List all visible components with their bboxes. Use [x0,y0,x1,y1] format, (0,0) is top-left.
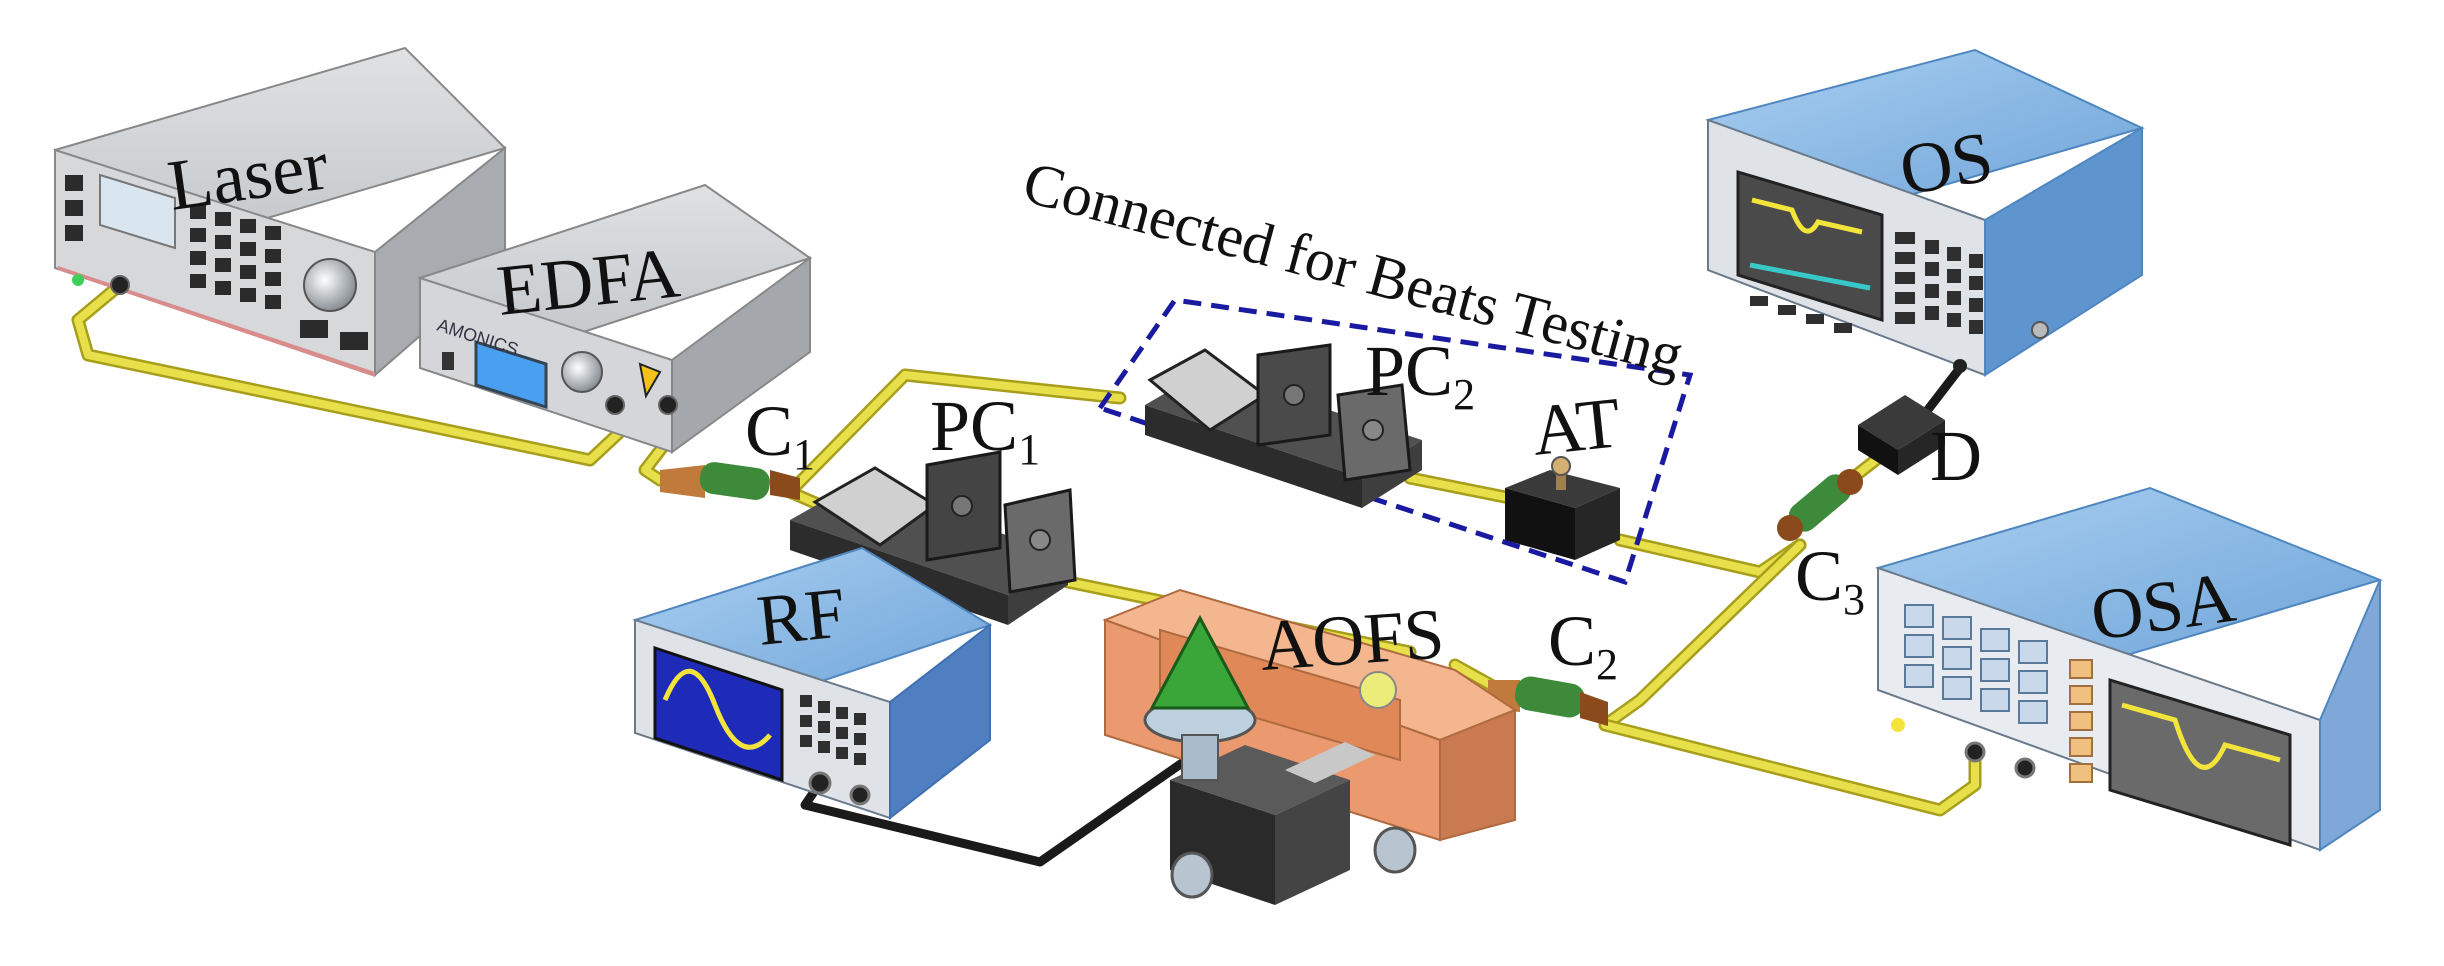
osa-label: OSA [2086,557,2240,656]
osa-input-port-icon [1964,741,1986,763]
os-trace-yellow-icon [1751,197,1863,235]
edfa-output-port-icon [658,395,678,415]
osa-key-grid-icon [1904,604,2048,724]
coupler-c1 [660,462,800,500]
rf-label: RF [753,572,849,661]
aofs-transducer-cone-icon [1149,614,1251,710]
attenuator-at: AT [1505,382,1624,560]
edfa-knob-icon [561,351,603,393]
c3-label: C3 [1795,536,1865,624]
rf-output-port-icon [808,771,832,795]
c2-label: C2 [1548,601,1618,689]
laser-output-port-icon [110,275,130,295]
laser-knob-icon [303,258,357,312]
aofs-unit: AOFS [1102,588,1518,905]
aofs-fiber-ball-icon [1359,671,1397,709]
beats-testing-caption: Connected for Beats Testing [1017,149,1690,389]
detector-d: D [1858,395,1982,496]
osa-trace-icon [2121,702,2281,770]
c1-label: C1 [745,391,815,479]
os-trace-cyan-icon [1749,262,1871,291]
polarization-controller-pc1: PC1 [790,386,1077,625]
edfa-unit: AMONICS EDFA [417,183,813,454]
aofs-label: AOFS [1258,593,1447,686]
coupler-c3 [1777,469,1863,541]
at-label: AT [1528,382,1624,471]
edfa-warning-icon [638,362,662,399]
attenuator-knob-icon [1551,456,1571,476]
beats-testing-dashed-box [1096,297,1694,586]
edfa-display-icon [474,339,548,410]
polarization-controller-pc2: PC2 [1145,331,1475,508]
edfa-label: EDFA [493,232,683,331]
oscilloscope-os: OS [1705,48,2145,377]
rf-generator: RF [632,546,993,821]
edfa-input-port-icon [605,395,625,415]
optical-spectrum-analyzer-osa: OSA [1874,486,2384,852]
rf-cable [800,735,1220,867]
os-label: OS [1894,116,1999,211]
detector-label: D [1930,416,1982,496]
laser-unit: Laser [53,46,507,378]
laser-status-led-icon [72,274,84,286]
osa-screen-icon [2108,677,2292,848]
rf-sine-wave-icon [662,668,772,750]
pc1-label: PC1 [930,386,1040,474]
pc2-label: PC2 [1365,331,1475,419]
